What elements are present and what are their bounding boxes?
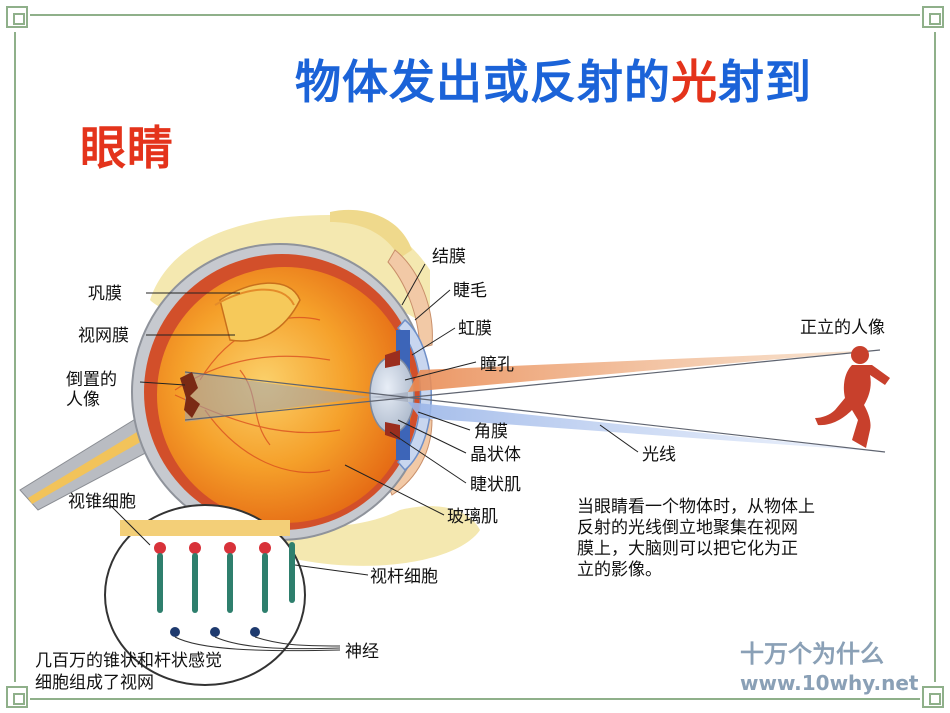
ciliary-muscle-shape xyxy=(385,350,400,440)
caption-line-2: 反射的光线倒立地聚集在视网 xyxy=(577,518,798,538)
leader-lines xyxy=(109,263,639,576)
caption-line-1: 当眼睛看一个物体时，从物体上 xyxy=(577,497,815,517)
label-retina: 视网膜 xyxy=(78,326,129,346)
frame-bottom-line xyxy=(30,698,920,700)
label-cornea: 角膜 xyxy=(474,422,508,442)
label-vitreous: 玻璃肌 xyxy=(447,507,498,527)
label-nerve: 神经 xyxy=(345,642,379,662)
light-beam-lower xyxy=(408,402,885,452)
frame-corner-top-right xyxy=(922,6,944,28)
title-text-after: 射到 xyxy=(718,55,812,109)
frame-right-line xyxy=(934,32,936,682)
label-eyelashes: 睫毛 xyxy=(453,281,487,301)
retina-cutaway xyxy=(219,282,301,342)
slide-title-line2: 眼睛 xyxy=(80,121,174,175)
label-lens: 晶状体 xyxy=(470,445,521,465)
label-upright-image: 正立的人像 xyxy=(800,318,885,338)
light-beam-inner xyxy=(185,372,408,422)
label-ciliary-muscle: 睫状肌 xyxy=(470,475,521,495)
label-retina-note-1: 几百万的锥状和杆状感觉 xyxy=(35,651,222,671)
brow-tissue-shape xyxy=(330,209,412,258)
retina-layer-band xyxy=(120,520,290,536)
frame-corner-bottom-left xyxy=(6,686,28,708)
upright-figure-icon xyxy=(815,346,890,448)
frame-corner-top-left xyxy=(6,6,28,28)
label-sclera: 巩膜 xyxy=(88,284,122,304)
title-text-highlight: 光 xyxy=(671,55,718,109)
rod-cells xyxy=(157,542,295,613)
optic-nerve-core xyxy=(28,418,165,504)
watermark-url: www.10why.net xyxy=(740,671,919,695)
label-light-rays: 光线 xyxy=(642,445,676,465)
inverted-figure-icon xyxy=(180,372,200,418)
title-text-before: 物体发出或反射的 xyxy=(295,55,671,109)
label-retina-note-2: 细胞组成了视网 xyxy=(35,673,154,693)
frame-left-line xyxy=(14,32,16,682)
light-ray-bottom xyxy=(184,371,886,453)
label-conjunctiva: 结膜 xyxy=(432,247,466,267)
nerve-fibers xyxy=(174,636,341,652)
light-beam-upper xyxy=(408,350,880,392)
label-rod-cells: 视杆细胞 xyxy=(370,567,438,587)
watermark-name: 十万个为什么 xyxy=(740,640,884,668)
label-inverted-image-2: 人像 xyxy=(66,390,100,410)
slide-title-line1: 物体发出或反射的光射到 xyxy=(295,46,895,112)
frame-corner-bottom-right xyxy=(922,686,944,708)
label-pupil: 瞳孔 xyxy=(480,355,514,375)
light-ray-top xyxy=(184,349,881,421)
label-iris: 虹膜 xyxy=(458,319,492,339)
caption-line-4: 立的影像。 xyxy=(577,560,662,580)
caption-line-3: 膜上，大脑则可以把它化为正 xyxy=(577,539,798,559)
retina-layer-lines xyxy=(214,288,295,306)
cone-cells xyxy=(154,542,271,554)
nerve-cells xyxy=(170,627,260,637)
frame-top-line xyxy=(30,14,920,16)
label-cone-cells: 视锥细胞 xyxy=(68,492,136,512)
label-inverted-image-1: 倒置的 xyxy=(66,370,117,390)
